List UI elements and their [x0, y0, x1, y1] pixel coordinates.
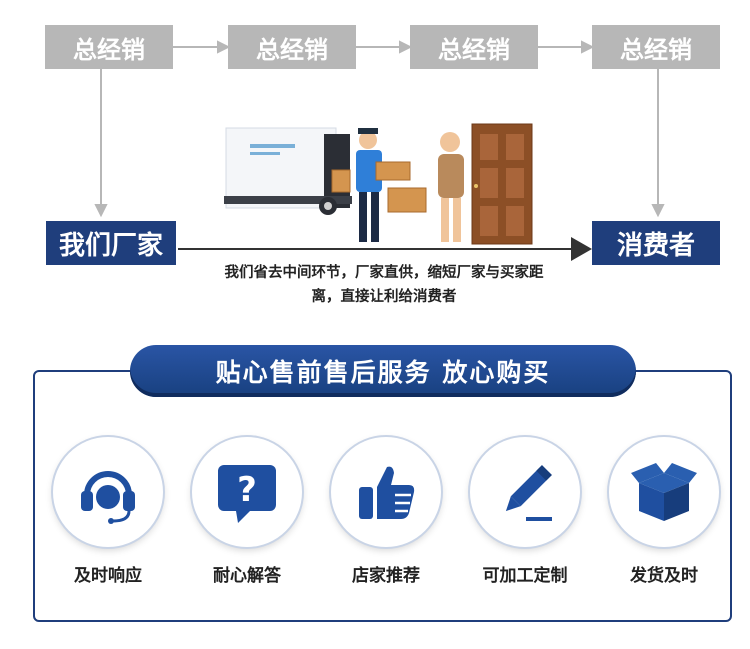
service-label: 及时响应: [74, 566, 142, 586]
thumbs-up-icon: [359, 466, 415, 519]
package-icon: [631, 463, 697, 521]
flow-caption: 我们省去中间环节，厂家直供，缩短厂家与买家距 离，直接让利给消费者: [180, 261, 588, 309]
consumer-label: 消费者: [616, 230, 695, 261]
factory-label: 我们厂家: [58, 230, 163, 261]
service-icon-circle: ?: [192, 437, 302, 547]
service-icon-circle: [53, 437, 163, 547]
distributor-box-4: 总经销: [592, 25, 720, 69]
service-banner-text: 贴心售前售后服务 放心购买: [215, 358, 551, 387]
service-label: 可加工定制: [482, 566, 568, 586]
distributor-label: 总经销: [73, 35, 145, 64]
svg-text:?: ?: [237, 470, 257, 510]
distributor-box-2: 总经销: [228, 25, 356, 69]
distributor-box-3: 总经销: [410, 25, 538, 69]
caption-line-1: 我们省去中间环节，厂家直供，缩短厂家与买家距: [224, 265, 544, 281]
service-banner: 贴心售前售后服务 放心购买: [130, 345, 636, 397]
caption-line-2: 离，直接让利给消费者: [311, 289, 457, 305]
factory-box: 我们厂家: [46, 221, 176, 265]
service-label: 发货及时: [630, 566, 698, 586]
service-icon-circle: [331, 437, 441, 547]
distributor-label: 总经销: [256, 35, 328, 64]
distributor-label: 总经销: [620, 35, 692, 64]
headset-icon: [81, 471, 135, 524]
service-item-shipping: 发货及时: [602, 437, 726, 586]
distributor-box-1: 总经销: [45, 25, 173, 69]
service-icon-circle: [470, 437, 580, 547]
service-item-custom: 可加工定制: [463, 437, 587, 586]
service-item-recommend: 店家推荐: [324, 437, 448, 586]
service-icon-circle: [609, 437, 719, 547]
pencil-icon: [505, 465, 552, 521]
question-bubble-icon: ?: [218, 465, 276, 523]
flow-arrows: [94, 40, 665, 261]
service-item-response: 及时响应: [46, 437, 170, 586]
service-item-answer: ? 耐心解答: [185, 437, 309, 586]
distributor-label: 总经销: [438, 35, 510, 64]
service-label: 耐心解答: [213, 566, 281, 586]
consumer-box: 消费者: [592, 221, 720, 265]
service-label: 店家推荐: [352, 566, 420, 586]
delivery-illustration: [224, 123, 533, 245]
